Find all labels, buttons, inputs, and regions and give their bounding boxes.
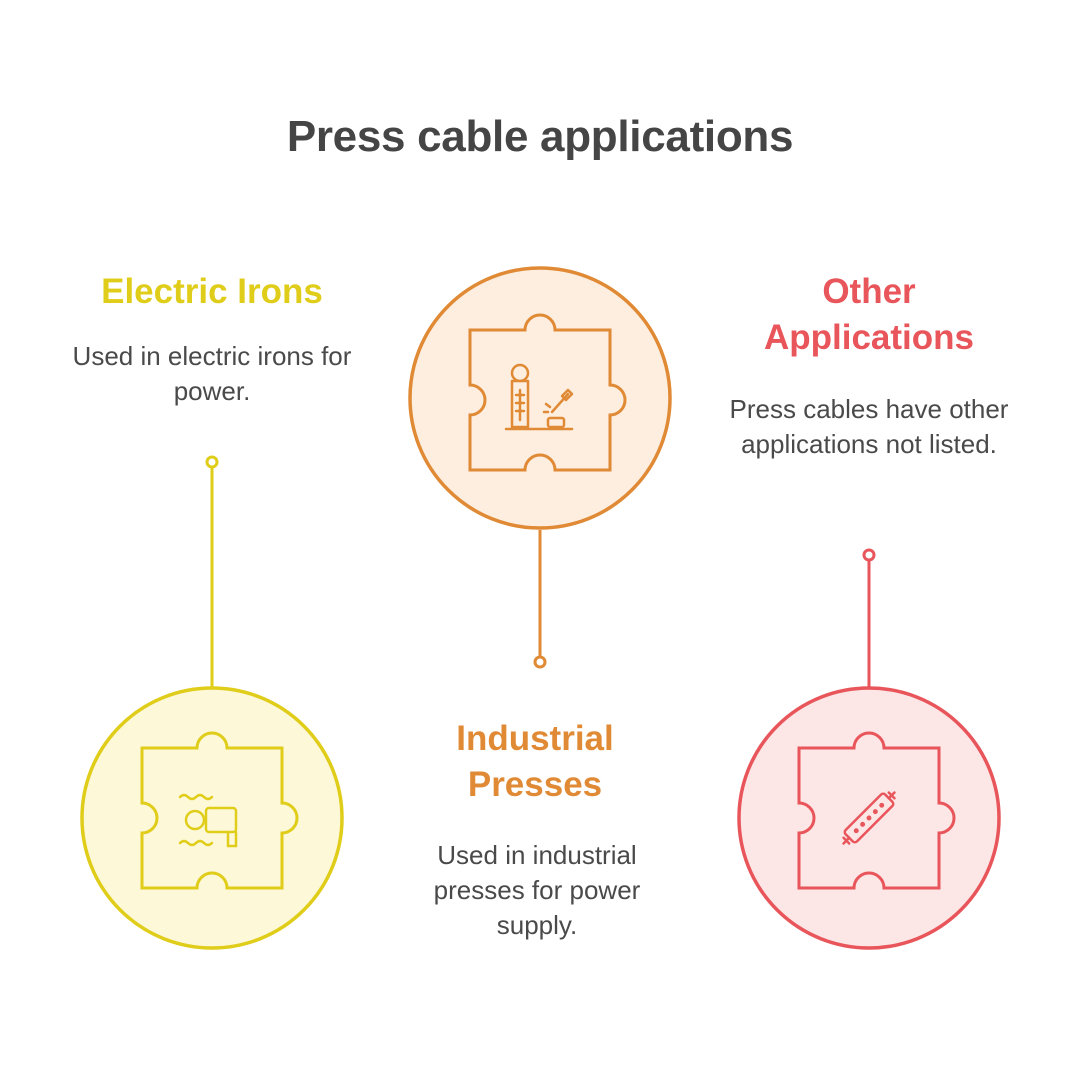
electric-irons-description: Used in electric irons for power.: [72, 341, 352, 406]
electric-irons-connector-dot: [205, 455, 219, 469]
other-applications-heading: Other Applications: [763, 272, 975, 357]
press-machine-icon: [504, 363, 574, 431]
industrial-presses-connector-dot: [533, 655, 547, 669]
industrial-presses-heading: Industrial Presses: [456, 719, 614, 804]
other-applications-description: Press cables have other applications not…: [729, 394, 1009, 459]
industrial-presses-node: [408, 266, 672, 669]
other-applications-node: [737, 548, 1001, 950]
electric-irons-heading: Electric Irons: [101, 272, 323, 311]
other-applications-connector-dot: [862, 548, 876, 562]
electric-irons-circle: [80, 686, 344, 950]
page-title: Press cable applications: [286, 112, 794, 161]
iron-icon: [178, 793, 238, 848]
industrial-presses-description: Used in industrial presses for power sup…: [433, 840, 641, 940]
cable-connector-icon: [842, 791, 896, 845]
electric-irons-node: [80, 455, 344, 950]
industrial-presses-circle: [408, 266, 672, 530]
